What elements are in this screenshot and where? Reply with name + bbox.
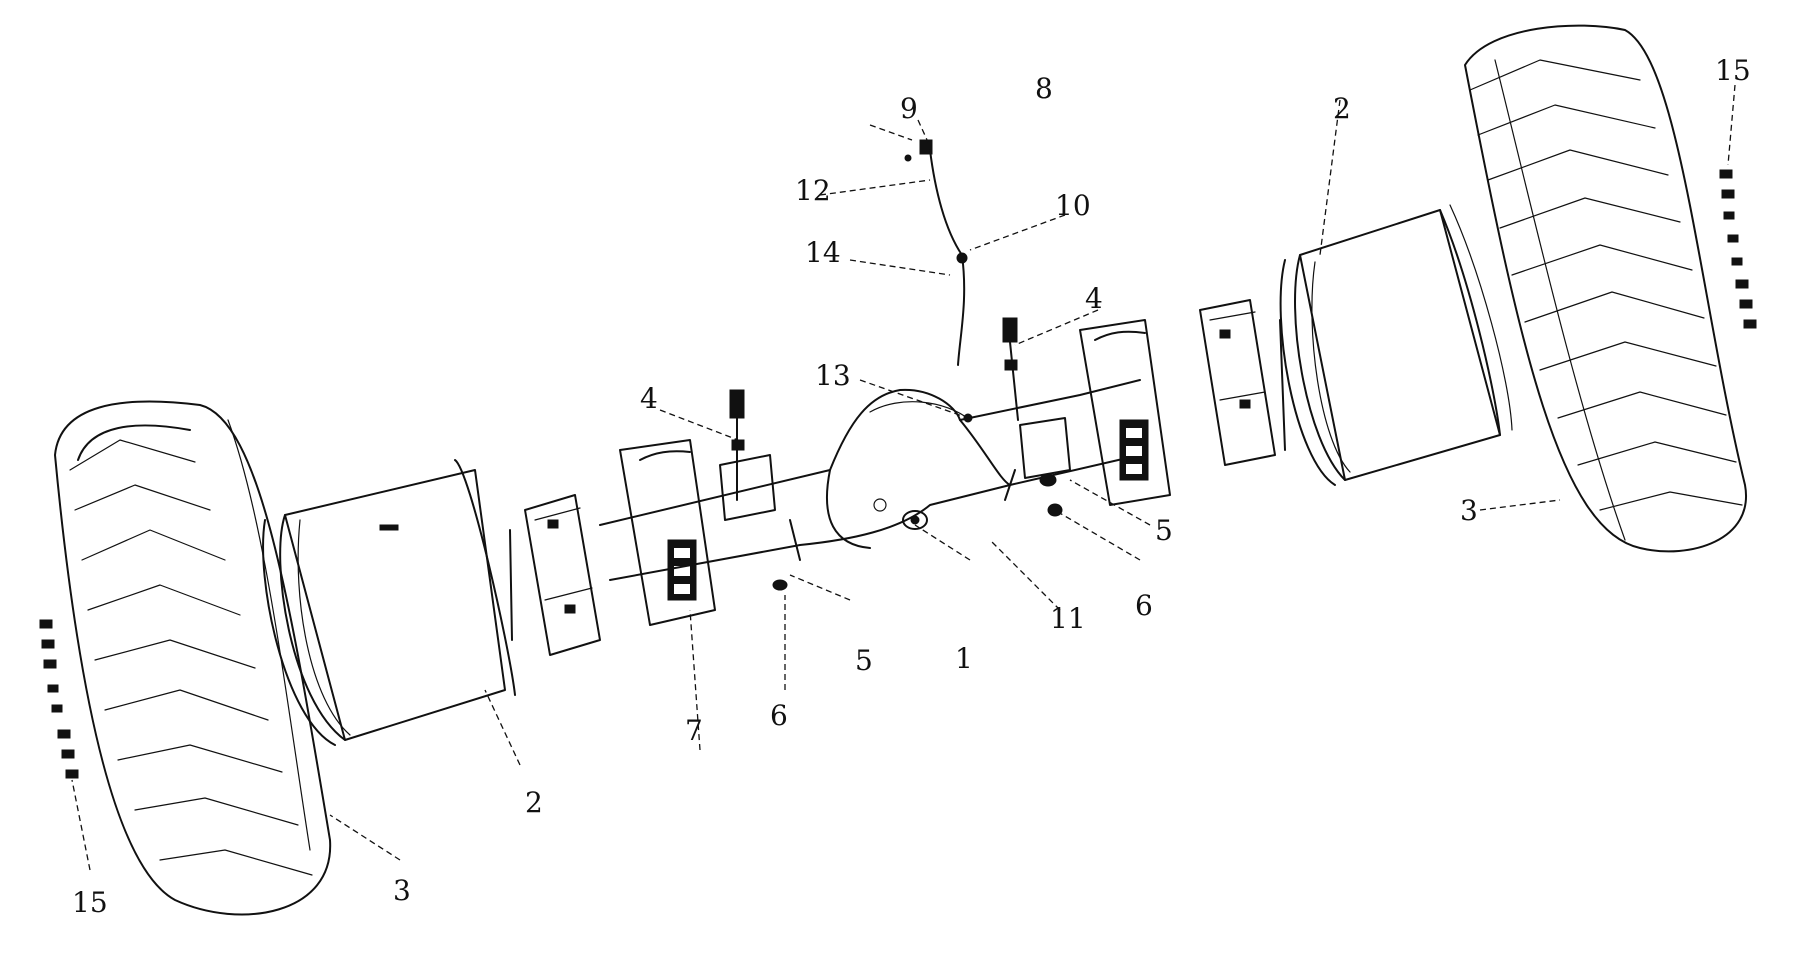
callout-labels: 9 8 12 10 14 4 13 4 2 15 5 6 3 11 1 5 7 …	[72, 54, 1751, 919]
left-rim	[262, 459, 516, 746]
callout-6-left: 6	[770, 699, 788, 732]
callout-2-right: 2	[1333, 92, 1351, 125]
left-brake-assembly	[509, 439, 716, 656]
callout-4-right: 4	[1085, 282, 1103, 315]
callout-7: 7	[685, 714, 703, 747]
callout-5-right: 5	[1155, 514, 1173, 547]
callout-3-right: 3	[1460, 494, 1478, 527]
brake-line	[869, 139, 973, 423]
callout-15-right: 15	[1715, 54, 1751, 87]
callout-8: 8	[1035, 72, 1053, 105]
right-rim	[1279, 204, 1513, 486]
right-tire	[1464, 24, 1748, 553]
callout-2-left: 2	[525, 786, 543, 819]
callout-10: 10	[1055, 189, 1091, 222]
right-hub-bolts	[1719, 169, 1757, 329]
callout-13: 13	[815, 359, 851, 392]
left-tire	[54, 400, 332, 916]
callout-3-left: 3	[393, 874, 411, 907]
callout-14: 14	[805, 236, 841, 269]
callout-15-left: 15	[72, 886, 108, 919]
callout-1: 1	[955, 642, 973, 675]
callout-6-right: 6	[1135, 589, 1153, 622]
callout-11: 11	[1050, 602, 1086, 635]
callout-12: 12	[795, 174, 831, 207]
axle-housing	[599, 379, 1141, 581]
callout-4-left: 4	[640, 382, 658, 415]
callout-5-left: 5	[855, 644, 873, 677]
left-hub-bolts	[39, 619, 79, 779]
right-brake-assembly	[1079, 299, 1286, 506]
left-ubolt	[719, 389, 801, 591]
callout-9: 9	[900, 92, 918, 125]
leader-lines	[71, 84, 1736, 871]
right-ubolt	[1002, 317, 1071, 517]
